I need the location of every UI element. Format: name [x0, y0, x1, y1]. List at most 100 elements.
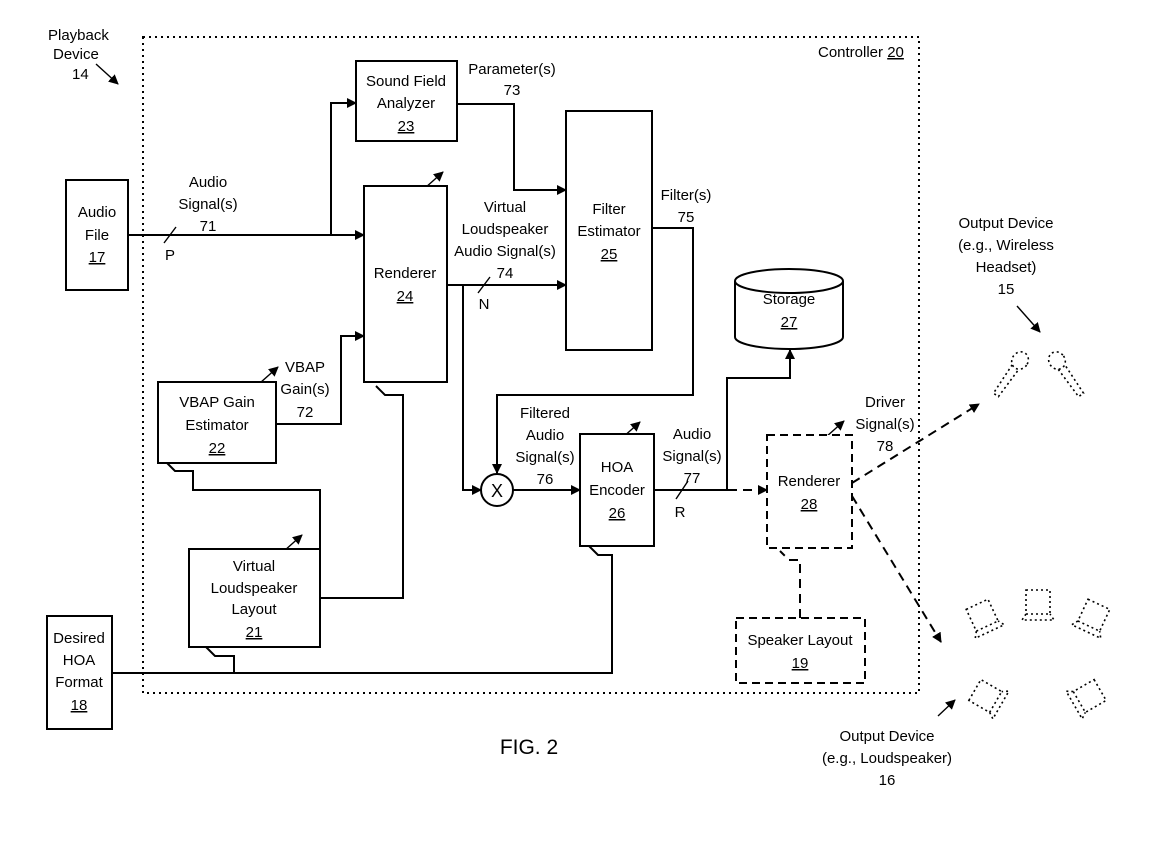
parameters-73-number: 73 — [504, 82, 521, 99]
virtual-loudspeaker-layout-label: Loudspeaker — [211, 580, 298, 597]
filtered-audio-76-label: Signal(s) — [515, 449, 574, 466]
loudspeaker-icon — [965, 589, 1111, 721]
sound-field-analyzer-number: 23 — [398, 118, 415, 135]
driver-signal-78-number: 78 — [877, 438, 894, 455]
bus-width-r: R — [675, 504, 686, 521]
desired-hoa-format-number: 18 — [71, 697, 88, 714]
output-device-headset-label: Output Device — [958, 215, 1053, 232]
virtual-loudspeaker-layout-number: 21 — [246, 624, 263, 641]
audio-signal-71-label: Audio — [189, 174, 227, 191]
audio-signal-77-label: Signal(s) — [662, 448, 721, 465]
renderer-28-block — [766, 434, 853, 549]
output-device-headset-label: (e.g., Wireless — [958, 237, 1054, 254]
speaker-layout-config-wire — [779, 550, 801, 618]
hoa-encoder-label: Encoder — [589, 482, 645, 499]
storage-number: 27 — [781, 314, 798, 331]
renderer-to-multiplier-wire — [462, 285, 482, 495]
renderer-28-label: Renderer — [778, 473, 841, 490]
layout-21-config-wire — [205, 646, 235, 673]
virtual-loudspeaker-layout-label: Virtual — [233, 558, 275, 575]
filter-estimator-label: Estimator — [577, 223, 640, 240]
bus-slash-p — [163, 226, 177, 244]
audio-signal-71-number: 71 — [200, 218, 217, 235]
filter-estimator-block — [565, 110, 653, 351]
driver-signal-78-label: Signal(s) — [855, 416, 914, 433]
loudspeaker-pointer-arrow — [937, 699, 956, 717]
desired-hoa-format-label: HOA — [63, 652, 96, 669]
vbap-gain-estimator-number: 22 — [209, 440, 226, 457]
filters-75-wire — [492, 227, 694, 474]
output-device-loudspeaker-label: Output Device — [839, 728, 934, 745]
sound-field-analyzer-label: Analyzer — [377, 95, 435, 112]
storage-cylinder — [734, 268, 844, 350]
vbap-gain-estimator-label: VBAP Gain — [179, 394, 255, 411]
filtered-audio-76-label: Filtered — [520, 405, 570, 422]
filter-estimator-number: 25 — [601, 246, 618, 263]
filtered-audio-76-label: Audio — [526, 427, 564, 444]
renderer-24-block — [363, 185, 448, 383]
playback-device-number: 14 — [72, 66, 89, 83]
filtered-audio-76-number: 76 — [537, 471, 554, 488]
vbap-gain-estimator-label: Estimator — [185, 417, 248, 434]
playback-device-label: Device — [53, 46, 99, 63]
playback-device-label: Playback — [48, 27, 109, 44]
virtual-loudspeaker-signal-number: 74 — [497, 265, 514, 282]
audio-file-number: 17 — [89, 249, 106, 266]
layout-config-wire — [320, 385, 404, 599]
desired-hoa-format-block — [46, 615, 113, 730]
filter-estimator-label: Filter — [592, 201, 625, 218]
vbap-gains-72-wire — [276, 331, 365, 425]
filters-75-label: Filter(s) — [661, 187, 712, 204]
storage-label: Storage — [763, 291, 816, 308]
vbap-gains-72-number: 72 — [297, 404, 314, 421]
virtual-loudspeaker-layout-block — [188, 548, 321, 648]
driver-signal-78-label: Driver — [865, 394, 905, 411]
driver-to-headset-wire — [851, 403, 980, 484]
headset-pointer-arrow — [1016, 305, 1041, 333]
hoa-encoder-block — [579, 433, 655, 547]
audio-file-label: File — [85, 227, 109, 244]
playback-pointer-arrow — [95, 63, 119, 85]
filters-75-number: 75 — [678, 209, 695, 226]
audio-to-analyzer-wire — [330, 98, 357, 235]
vbap-gains-72-label: VBAP — [285, 359, 325, 376]
vbap-gains-72-label: Gain(s) — [280, 381, 329, 398]
virtual-loudspeaker-signal-label: Audio Signal(s) — [454, 243, 556, 260]
virtual-loudspeaker-signal-label: Loudspeaker — [462, 221, 549, 238]
audio-signal-77-number: 77 — [684, 470, 701, 487]
multiplier-symbol: X — [491, 481, 503, 501]
vbap-gain-estimator-block — [157, 381, 277, 464]
speaker-layout-label: Speaker Layout — [747, 632, 853, 649]
to-storage-wire — [726, 349, 795, 490]
renderer-24-label: Renderer — [374, 265, 437, 282]
hoa-encoder-number: 26 — [609, 505, 626, 522]
vbap-config-wire — [165, 461, 321, 598]
parameters-73-wire — [457, 103, 567, 195]
virtual-loudspeaker-signal-label: Virtual — [484, 199, 526, 216]
desired-hoa-format-label: Desired — [53, 630, 105, 647]
output-device-loudspeaker-number: 16 — [879, 772, 896, 789]
figure-caption: FIG. 2 — [500, 736, 558, 759]
audio-file-label: Audio — [78, 204, 116, 221]
parameters-73-label: Parameter(s) — [468, 61, 556, 78]
sound-field-analyzer-block — [355, 60, 458, 142]
vbap-gain-control-arrow — [259, 366, 279, 384]
audio-signal-77-label: Audio — [673, 426, 711, 443]
bus-width-n: N — [479, 296, 490, 313]
renderer-24-number: 24 — [397, 288, 414, 305]
hoa-format-config-wire — [112, 545, 613, 674]
multiplier-node — [480, 473, 514, 507]
renderer-28-control-arrow — [825, 420, 845, 438]
output-device-headset-number: 15 — [998, 281, 1015, 298]
output-device-headset-label: Headset) — [976, 259, 1037, 276]
renderer-28-number: 28 — [801, 496, 818, 513]
sound-field-analyzer-label: Sound Field — [366, 73, 446, 90]
audio-file-block — [65, 179, 129, 291]
wireless-headset-icon — [992, 351, 1085, 398]
driver-to-loudspeakers-wire — [851, 495, 942, 643]
desired-hoa-format-label: Format — [55, 674, 103, 691]
speaker-layout-block — [735, 617, 866, 684]
bus-slash-n — [477, 276, 491, 294]
bus-slash-r — [675, 480, 689, 500]
